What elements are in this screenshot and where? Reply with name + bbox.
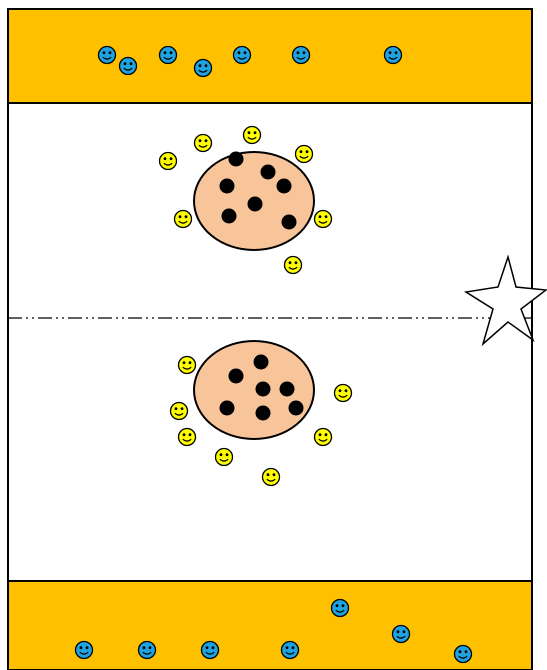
smiley-face-icon bbox=[232, 45, 252, 65]
smiley-face-icon bbox=[313, 209, 333, 229]
ball-icon bbox=[255, 405, 271, 421]
smiley-face-icon bbox=[74, 640, 94, 660]
ball-icon bbox=[253, 354, 269, 370]
smiley-face-icon bbox=[169, 401, 189, 421]
end-zone-top bbox=[7, 8, 533, 104]
ball-icon bbox=[228, 151, 244, 167]
smiley-face-icon bbox=[97, 45, 117, 65]
ball-icon bbox=[247, 196, 263, 212]
ball-icon bbox=[219, 178, 235, 194]
smiley-face-icon bbox=[193, 58, 213, 78]
smiley-face-icon bbox=[313, 427, 333, 447]
smiley-face-icon bbox=[200, 640, 220, 660]
smiley-face-icon bbox=[330, 598, 350, 618]
smiley-face-icon bbox=[453, 644, 473, 664]
ball-icon bbox=[288, 400, 304, 416]
smiley-face-icon bbox=[261, 467, 281, 487]
smiley-face-icon bbox=[214, 447, 234, 467]
smiley-face-icon bbox=[291, 45, 311, 65]
hoop-zone-bottom bbox=[193, 340, 315, 440]
ball-icon bbox=[281, 214, 297, 230]
smiley-face-icon bbox=[137, 640, 157, 660]
smiley-face-icon bbox=[177, 427, 197, 447]
ball-icon bbox=[255, 381, 271, 397]
ball-group-bottom bbox=[219, 354, 304, 421]
smiley-face-icon bbox=[173, 209, 193, 229]
smiley-face-icon bbox=[333, 383, 353, 403]
court-area bbox=[7, 8, 533, 670]
star-icon bbox=[463, 254, 547, 347]
smiley-face-icon bbox=[242, 125, 262, 145]
smiley-face-icon bbox=[158, 151, 178, 171]
smiley-face-icon bbox=[280, 640, 300, 660]
smiley-face-icon bbox=[118, 56, 138, 76]
smiley-face-icon bbox=[158, 45, 178, 65]
smiley-face-icon bbox=[391, 624, 411, 644]
ball-icon bbox=[219, 400, 235, 416]
smiley-face-icon bbox=[283, 255, 303, 275]
smiley-face-icon bbox=[193, 133, 213, 153]
ball-group-top bbox=[219, 151, 297, 230]
smiley-face-icon bbox=[177, 355, 197, 375]
ball-icon bbox=[221, 208, 237, 224]
smiley-face-icon bbox=[294, 144, 314, 164]
ball-icon bbox=[279, 381, 295, 397]
ball-icon bbox=[228, 368, 244, 384]
end-zone-bottom bbox=[7, 580, 533, 670]
ball-icon bbox=[276, 178, 292, 194]
ball-icon bbox=[260, 164, 276, 180]
smiley-face-icon bbox=[383, 45, 403, 65]
